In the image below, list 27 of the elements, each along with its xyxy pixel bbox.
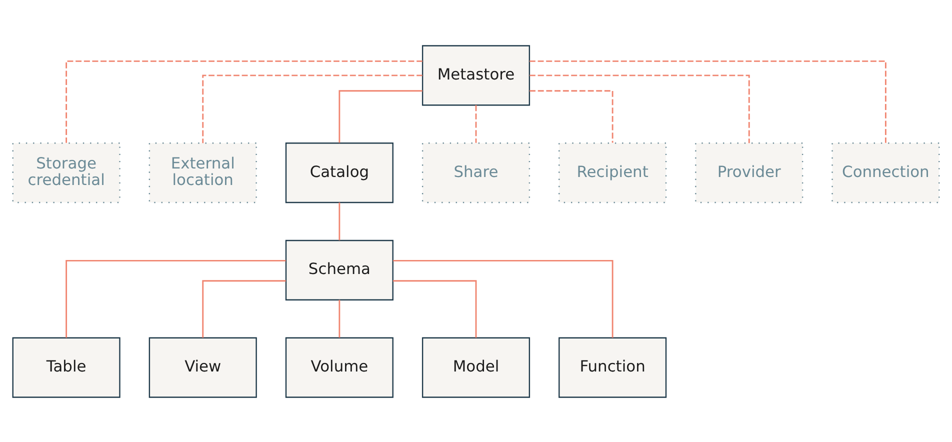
node-box: Storage credential xyxy=(12,142,120,203)
connector xyxy=(202,74,422,143)
connector xyxy=(393,280,477,338)
connector xyxy=(475,104,477,142)
node-box: View xyxy=(148,336,257,398)
connector xyxy=(338,299,340,338)
node-box: Schema xyxy=(285,239,394,300)
node-box: Metastore xyxy=(422,44,530,106)
connector xyxy=(530,74,750,143)
node-box: Recipient xyxy=(558,142,667,203)
node-box: Share xyxy=(422,142,530,203)
connector xyxy=(338,90,422,142)
node-box: Volume xyxy=(285,336,394,398)
connector xyxy=(530,90,614,142)
connector xyxy=(202,280,286,338)
node-box: Connection xyxy=(832,142,940,203)
connector xyxy=(66,60,422,142)
node-box: External location xyxy=(148,142,257,203)
connector xyxy=(66,259,286,338)
connector xyxy=(393,259,614,338)
node-box: Table xyxy=(12,336,120,398)
node-box: Catalog xyxy=(285,142,394,203)
node-box: Function xyxy=(558,336,667,398)
node-box: Model xyxy=(422,336,530,398)
connector xyxy=(530,60,886,142)
node-box: Provider xyxy=(695,142,804,203)
connector xyxy=(338,202,340,240)
